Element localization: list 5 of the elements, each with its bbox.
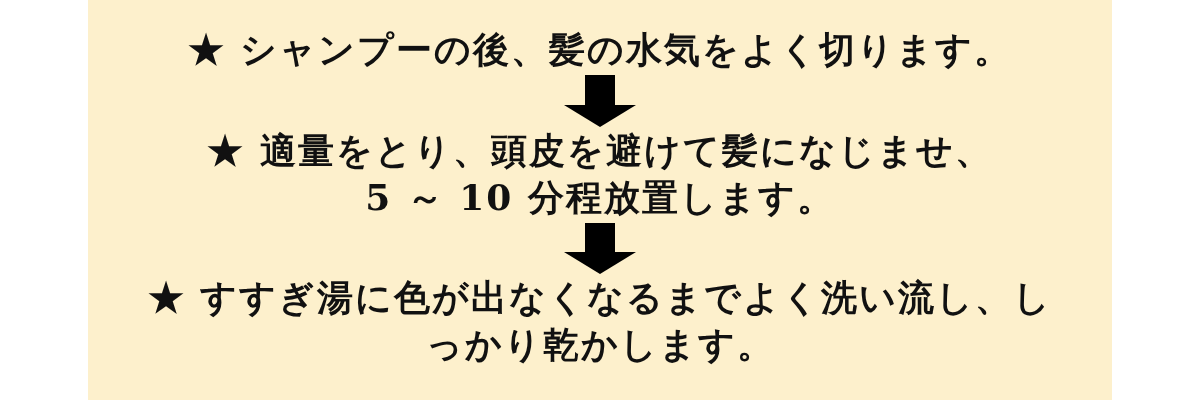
down-arrow bbox=[564, 75, 636, 127]
step-text: ★ シャンプーの後、髪の水気をよく切ります。 bbox=[100, 26, 1100, 73]
step-text: ★ 適量をとり、頭皮を避けて髪になじませ、5 ～ 10 分程放置します。 bbox=[205, 127, 995, 221]
step-text: ★ すすぎ湯に色が出なくなるまでよく洗い流し、しっかり乾かします。 bbox=[147, 274, 1053, 368]
down-arrow bbox=[564, 223, 636, 274]
